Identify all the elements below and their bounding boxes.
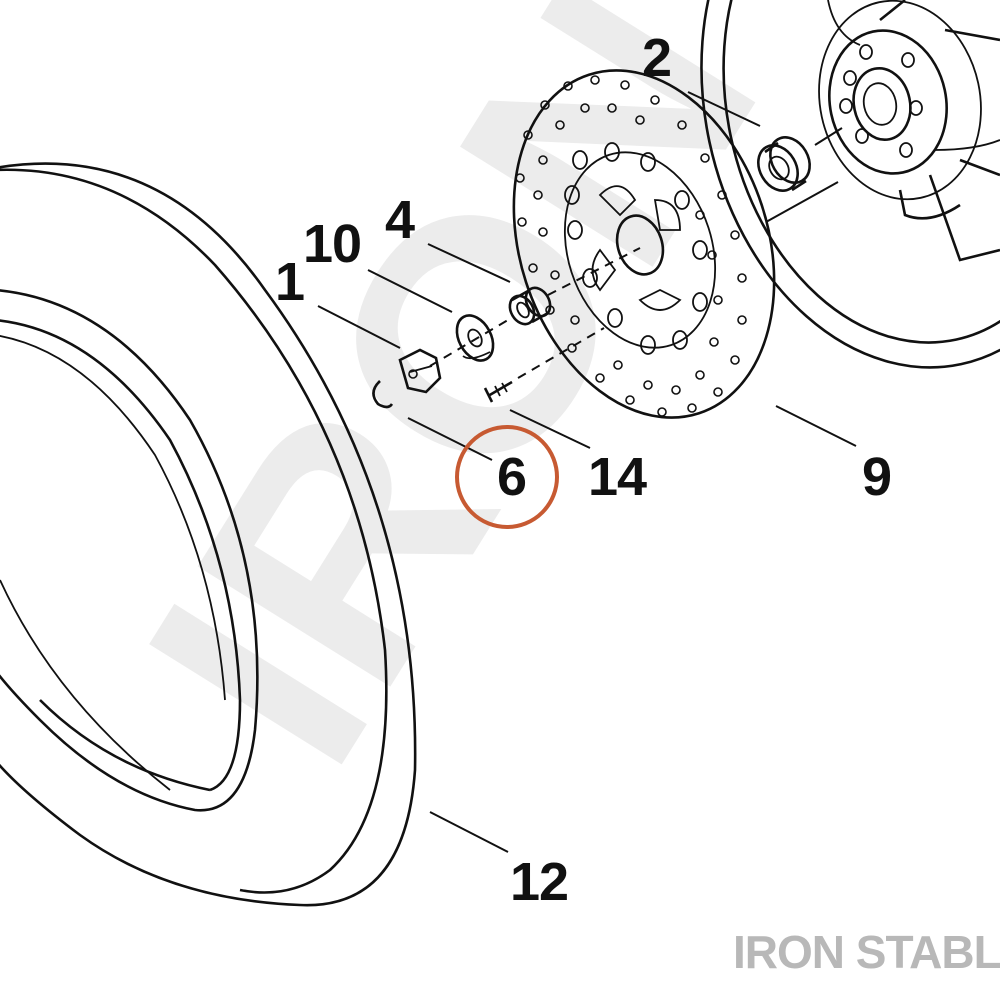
leader-14 (509, 409, 591, 449)
rotor-axis-line (547, 247, 641, 296)
brake-rotor (512, 69, 776, 419)
brand-logo-text: IRON STABLE (733, 926, 1000, 978)
leader-4 (427, 243, 511, 283)
leader-12 (429, 811, 509, 853)
callout-4: 4 (385, 190, 415, 250)
leader-9 (775, 405, 857, 447)
retaining-clip (372, 380, 394, 409)
castle-nut (398, 348, 442, 394)
leader-2 (687, 91, 761, 127)
rotor-screw (483, 380, 513, 403)
leader-1 (317, 305, 401, 349)
wheel-hub-drawing (700, 0, 1000, 369)
callout-9: 9 (862, 447, 891, 507)
axle-centerline-2 (765, 181, 839, 223)
leader-10 (367, 269, 453, 313)
highlight-circle (455, 425, 559, 529)
spacer (508, 286, 552, 326)
callout-14: 14 (588, 447, 647, 507)
callout-12: 12 (510, 852, 568, 912)
watermark-text: IRON (76, 0, 826, 820)
axle-centerline (814, 127, 843, 146)
leader-6 (407, 417, 493, 461)
callout-2: 2 (642, 28, 671, 88)
callout-6: 6 (497, 447, 526, 507)
callout-1: 1 (275, 252, 304, 312)
wheel-bearing (757, 136, 811, 192)
screw-dash-line (517, 327, 605, 379)
callout-10: 10 (303, 214, 361, 274)
washer (455, 314, 495, 362)
tire (0, 162, 417, 907)
